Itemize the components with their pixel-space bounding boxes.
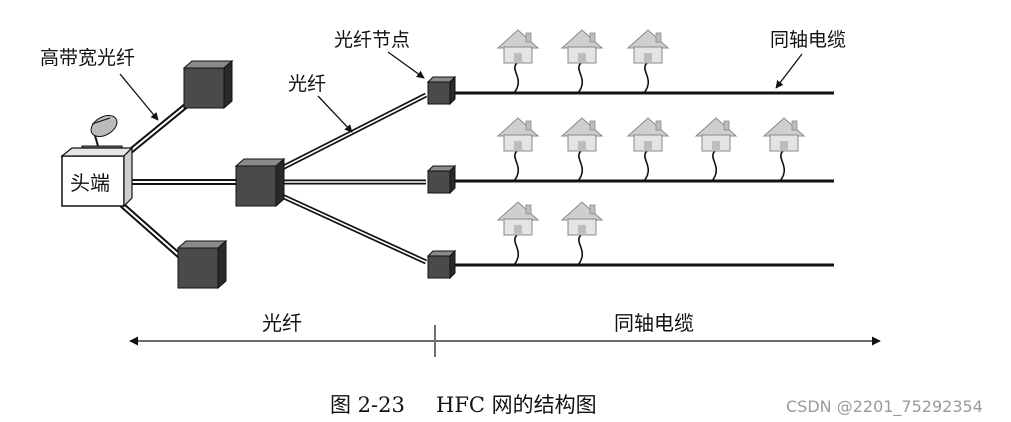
fiber-node-2 bbox=[427, 165, 456, 194]
fiber-node-1 bbox=[427, 76, 456, 105]
house-icon bbox=[561, 117, 603, 152]
hub-cube bbox=[235, 158, 285, 207]
house-icon bbox=[561, 201, 603, 236]
house-icon bbox=[695, 117, 737, 152]
house-drops bbox=[513, 61, 786, 266]
section-arrows: 光纤 同轴电缆 bbox=[129, 311, 881, 357]
coax-pointer bbox=[775, 53, 803, 89]
figure-title: HFC 网的结构图 bbox=[436, 393, 597, 417]
houses bbox=[497, 29, 805, 236]
high-bandwidth-fiber-pointer bbox=[119, 73, 159, 121]
coax-label: 同轴电缆 bbox=[770, 29, 846, 51]
house-icon bbox=[627, 117, 669, 152]
fiber-node-3 bbox=[427, 250, 456, 279]
fiber-node-pointer bbox=[387, 51, 425, 79]
fiber-lines bbox=[120, 92, 428, 265]
watermark: CSDN @2201_75292354 bbox=[786, 397, 983, 417]
distribution-cube-top bbox=[183, 60, 233, 109]
house-icon bbox=[561, 29, 603, 64]
distribution-cube-bottom bbox=[177, 240, 227, 289]
fiber-node-label: 光纤节点 bbox=[334, 29, 410, 51]
fiber-label: 光纤 bbox=[288, 73, 326, 95]
house-icon bbox=[497, 29, 539, 64]
fiber-pointer bbox=[317, 95, 353, 133]
section-coax-label: 同轴电缆 bbox=[614, 311, 694, 335]
house-icon bbox=[627, 29, 669, 64]
head-end: 头端 bbox=[60, 115, 134, 208]
house-icon bbox=[497, 117, 539, 152]
house-icon bbox=[763, 117, 805, 152]
section-fiber-label: 光纤 bbox=[262, 311, 302, 335]
figure-number: 图 2-23 bbox=[330, 393, 405, 417]
head-end-label: 头端 bbox=[70, 171, 110, 195]
house-icon bbox=[497, 201, 539, 236]
coax-lines bbox=[454, 91, 834, 267]
high-bandwidth-fiber-label: 高带宽光纤 bbox=[40, 47, 135, 69]
